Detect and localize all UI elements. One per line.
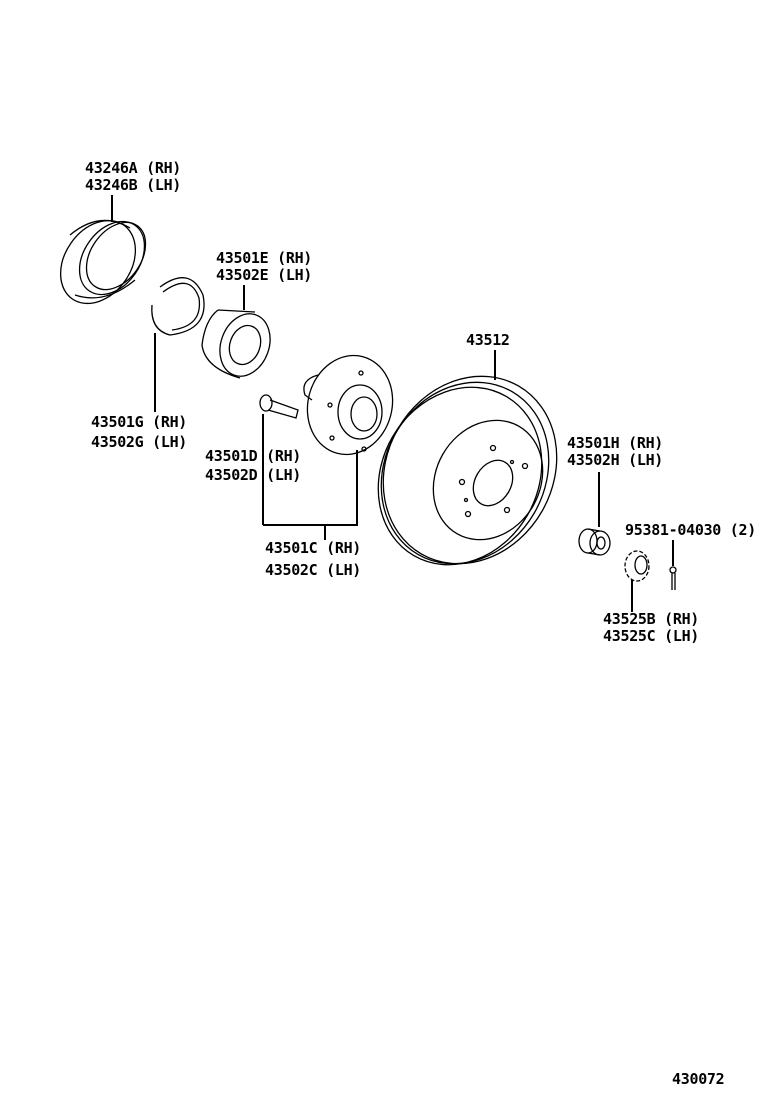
hub-bolt-drawing <box>259 394 299 419</box>
bearing-label: 43501E (RH)43502E (LH) <box>216 249 313 284</box>
snap-ring-drawing <box>151 277 205 336</box>
hub-bolt-label: 43501D (RH)43502D (LH) <box>205 447 302 484</box>
bearing-drawing <box>201 309 271 379</box>
hub-nut-label: 43501H (RH)43502H (LH) <box>567 434 664 469</box>
disc-rotor-label: 43512 <box>466 331 510 349</box>
snap-ring-label: 43501G (RH)43502G (LH) <box>91 413 188 451</box>
cotter-pin-drawing <box>669 566 677 590</box>
hub-assembly-label: 43501C (RH)43502C (LH) <box>265 539 362 579</box>
oil-seal-drawing <box>59 219 147 305</box>
oil-seal-label: 43246A (RH)43246B (LH) <box>85 159 182 194</box>
hub-assembly-leader <box>263 450 358 540</box>
disc-rotor-drawing <box>377 375 558 566</box>
cotter-pin-label: 95381-04030 (2) <box>625 521 756 539</box>
diagram-number: 430072 <box>672 1070 725 1088</box>
hub-drawing <box>303 354 394 456</box>
nut-lock-cap-drawing <box>624 550 650 582</box>
nut-lock-cap-label: 43525B (RH)43525C (LH) <box>603 610 700 645</box>
hub-nut-drawing <box>578 528 611 556</box>
